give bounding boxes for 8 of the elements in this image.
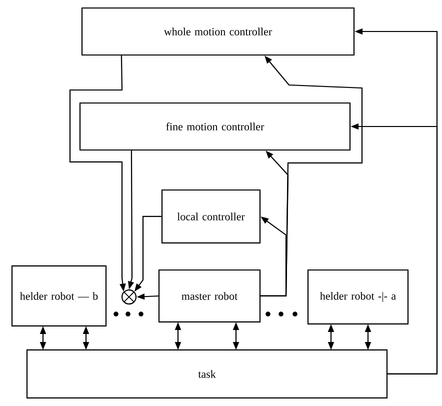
process-box: helder robot — b [11,265,107,327]
process-box: task [26,349,388,399]
process-box: helder robot -|- a [307,269,409,325]
process-box: local controller [161,189,261,244]
summing-junction [121,289,137,305]
process-box: whole motion controller [81,7,355,56]
process-box: fine motion controller [79,102,351,151]
process-box: master robot [158,269,261,323]
